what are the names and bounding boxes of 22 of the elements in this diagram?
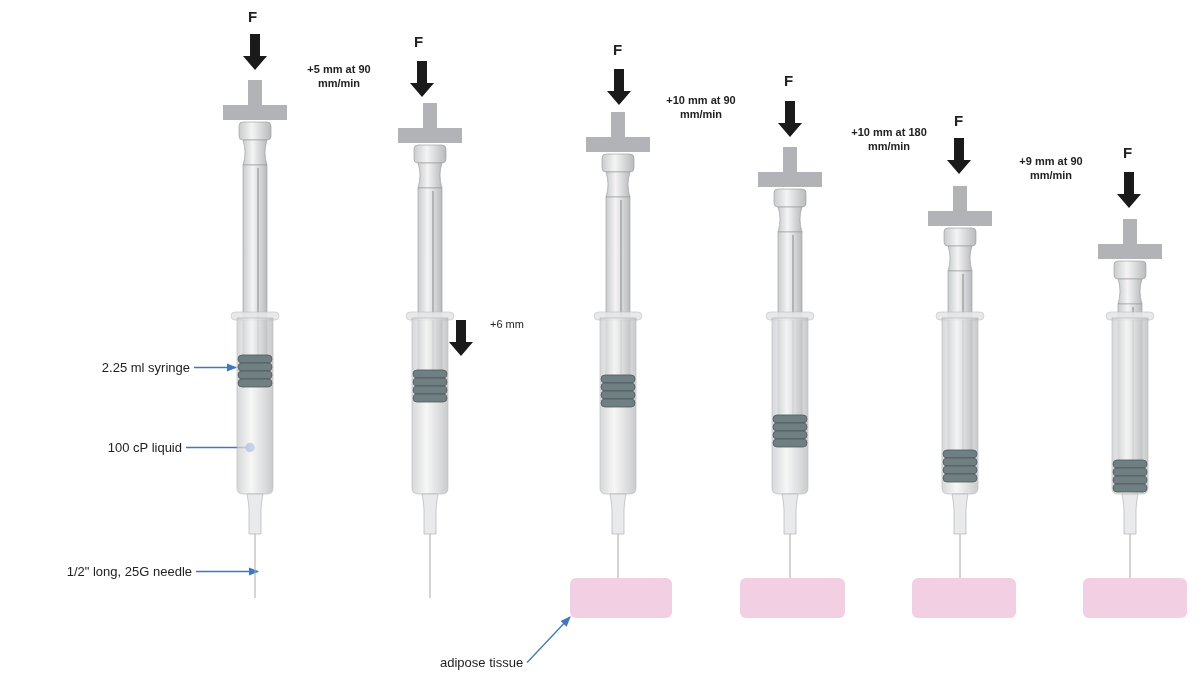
force-label: F [1123, 144, 1133, 161]
displacement-label: +5 mm at 90 mm/min [306, 62, 372, 90]
part-label: adipose tissue [440, 655, 524, 670]
force-label: F [613, 41, 623, 58]
tissue-block [570, 578, 672, 618]
part-label: 2.25 ml syringe [101, 360, 190, 375]
force-label: F [784, 72, 794, 89]
leader-line [195, 567, 260, 576]
displacement-label: +10 mm at 180 mm/min [850, 125, 928, 153]
displacement-label: +10 mm at 90 mm/min [665, 93, 737, 121]
force-label: F [248, 8, 258, 25]
leader-line [526, 616, 571, 664]
tissue-block [1083, 578, 1187, 618]
part-label: 100 cP liquid [107, 440, 182, 455]
tissue-block [912, 578, 1016, 618]
part-label: 1/2" long, 25G needle [66, 564, 192, 579]
tissue-block [740, 578, 845, 618]
force-label: F [954, 112, 964, 129]
displacement-label: +9 mm at 90 mm/min [1018, 154, 1084, 182]
leader-line [193, 363, 238, 372]
force-label: F [414, 33, 424, 50]
displacement-label: +6 mm [490, 318, 524, 330]
